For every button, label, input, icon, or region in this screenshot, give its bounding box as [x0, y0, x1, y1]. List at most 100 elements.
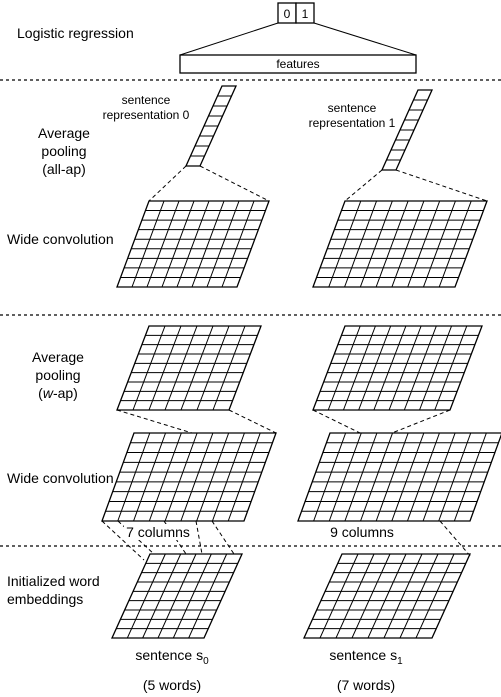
- average-pooling-wap-line3: (w-ap): [38, 385, 78, 401]
- wide-convolution-bottom-map-0: [101, 432, 277, 522]
- columns-left-label-bg: [124, 524, 192, 540]
- average-pooling-wap-map-1-col-line: [327, 325, 361, 411]
- word-embeddings-s1-col-line: [351, 553, 391, 639]
- word-embeddings-s1-col-line: [399, 553, 439, 639]
- sentence-0-word-count: (5 words): [143, 677, 201, 693]
- average-pooling-wap-map-1-col-line: [358, 325, 392, 411]
- wide-convolution-top-map-0-col-line: [131, 200, 165, 288]
- average-pooling-wap-map-0-col-line: [164, 325, 198, 411]
- columns-right-label-bg: [328, 524, 396, 540]
- wide-convolution-top-map-1: [312, 200, 488, 288]
- connector-wap0-left: [116, 409, 193, 434]
- output-cell-1: [295, 2, 315, 24]
- average-pooling-wap-map-1-col-line: [419, 325, 453, 411]
- connector-rep1-right: [395, 169, 488, 202]
- wide-convolution-top-map-0-col-line: [176, 200, 210, 288]
- wide-convolution-bottom-map-1-col-line: [313, 432, 347, 522]
- average-pooling-wap-map-1-col-line: [342, 325, 376, 411]
- word-embeddings-s0-col-line: [188, 553, 228, 639]
- wide-convolution-top-map-0-col-line: [206, 200, 240, 288]
- sentence-representation-1-line2: representation 1: [309, 116, 396, 130]
- dashed-connectors: [101, 165, 488, 561]
- sentence-representation-0-line2: representation 0: [103, 108, 190, 122]
- wide-convolution-top-map-0-col-line: [191, 200, 225, 288]
- connector-rep0-left: [148, 165, 187, 202]
- wide-convolution-bottom-map-1-col-line: [344, 432, 378, 522]
- word-embeddings-s0-col-line: [142, 553, 182, 639]
- word-embeddings-s0-col-line: [157, 553, 197, 639]
- wide-convolution-bottom-map-0-col-line: [117, 432, 151, 522]
- wide-convolution-bottom-map-1-col-line: [438, 432, 472, 522]
- wide-convolution-top-label: Wide convolution: [7, 231, 114, 247]
- wide-convolution-bottom-map-1-col-line: [422, 432, 456, 522]
- wide-convolution-top-map-1-col-line: [328, 200, 362, 288]
- average-pooling-wap-map-0: [116, 325, 262, 411]
- lr-fan-right: [313, 22, 417, 56]
- word-embeddings-s1-col-line: [383, 553, 423, 639]
- average-pooling-wap-map-0-col-line: [180, 325, 214, 411]
- average-pooling-wap-map-1-col-line: [403, 325, 437, 411]
- word-embeddings-s1-col-line: [415, 553, 455, 639]
- word-embeddings-s1: [302, 553, 472, 639]
- wide-convolution-bottom-label: Wide convolution: [7, 470, 114, 486]
- sentence-0-caption: sentence s0: [135, 647, 209, 667]
- average-pooling-wap-line1: Average: [32, 349, 84, 365]
- wide-convolution-top-map-0-col-line: [161, 200, 195, 288]
- wide-convolution-top-map-0: [116, 200, 270, 288]
- average-pooling-allap-line3: (all-ap): [42, 161, 86, 177]
- sentence-1-word-count: (7 words): [337, 677, 395, 693]
- average-pooling-wap-line2: pooling: [35, 367, 80, 383]
- output-label-1: 1: [302, 7, 309, 21]
- wide-convolution-bottom-map-1-col-line: [453, 432, 487, 522]
- wide-convolution-top-map-1-col-line: [407, 200, 441, 288]
- connector-emb0-e: [211, 520, 235, 555]
- lr-fan-left: [179, 22, 279, 56]
- wide-convolution-top-map-1-col-line: [344, 200, 378, 288]
- wide-convolution-top-map-1-col-line: [359, 200, 393, 288]
- wide-convolution-top-map-0-col-line: [146, 200, 180, 288]
- initialized-embeddings-line2: embeddings: [7, 591, 83, 607]
- average-pooling-allap-line1: Average: [38, 125, 90, 141]
- average-pooling-wap-map-0-col-line: [196, 325, 230, 411]
- average-pooling-wap-map-1-col-line: [434, 325, 468, 411]
- initialized-embeddings-line1: Initialized word: [7, 573, 100, 589]
- wide-convolution-bottom-map-0-col-line: [148, 432, 182, 522]
- average-pooling-wap-map-1-col-line: [388, 325, 422, 411]
- sentence-1-caption: sentence s1: [329, 647, 403, 667]
- sentence-representation-0-line1: sentence: [122, 93, 171, 107]
- average-pooling-wap-map-0-col-line: [132, 325, 166, 411]
- connector-emb0-d: [195, 520, 203, 555]
- wide-convolution-bottom-map-0-col-line: [227, 432, 261, 522]
- connector-rep1-left: [344, 169, 383, 202]
- wide-convolution-top-map-1-col-line: [438, 200, 472, 288]
- average-pooling-wap-map-0-col-line: [212, 325, 246, 411]
- sentence-representation-1-vector: [380, 89, 434, 171]
- average-pooling-wap-map-1-col-line: [373, 325, 407, 411]
- connector-emb1-a: [439, 520, 473, 559]
- wide-convolution-bottom-map-0-frame: [101, 432, 277, 522]
- wide-convolution-bottom-map-0-col-line: [196, 432, 230, 522]
- connector-wap0-right: [228, 409, 277, 434]
- wide-convolution-bottom-map-0-col-line: [133, 432, 167, 522]
- word-embeddings-s0-col-line: [172, 553, 212, 639]
- connector-rep0-right: [199, 165, 270, 202]
- wide-convolution-bottom-map-1: [297, 432, 501, 522]
- wide-convolution-bottom-map-1-col-line: [406, 432, 440, 522]
- average-pooling-wap-map-1-frame: [312, 325, 483, 411]
- word-embeddings-s1-col-line: [335, 553, 375, 639]
- word-embeddings-s0-col-line: [126, 553, 166, 639]
- word-embeddings-s1-col-line: [367, 553, 407, 639]
- average-pooling-allap-line2: pooling: [41, 143, 86, 159]
- average-pooling-wap-map-1: [312, 325, 483, 411]
- word-embeddings-s0: [110, 553, 244, 639]
- connector-wap1-right: [391, 409, 451, 434]
- average-pooling-wap-map-0-col-line: [148, 325, 182, 411]
- wide-convolution-bottom-map-1-col-line: [391, 432, 425, 522]
- features-label: features: [276, 57, 319, 71]
- wide-convolution-bottom-map-0-col-line: [164, 432, 198, 522]
- wide-convolution-bottom-map-1-col-line: [375, 432, 409, 522]
- average-pooling-wap-map-0-frame: [116, 325, 262, 411]
- wide-convolution-top-map-1-col-line: [375, 200, 409, 288]
- wide-convolution-top-map-1-col-line: [422, 200, 456, 288]
